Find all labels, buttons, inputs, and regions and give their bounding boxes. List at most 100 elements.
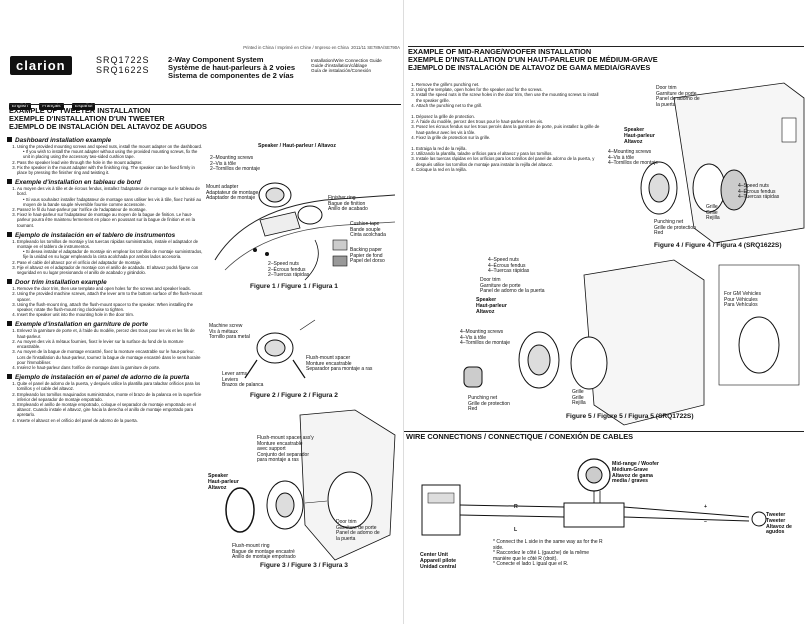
lang-english: English xyxy=(9,103,31,110)
tweeter-text-column: Dashboard installation example Using the… xyxy=(7,137,203,423)
page-fold xyxy=(403,0,404,624)
figure-1-caption: Figure 1 / Figure 1 / Figura 1 xyxy=(250,283,338,290)
model-1722: SRQ1722S xyxy=(96,55,150,65)
dash-en-heading: Dashboard installation example xyxy=(7,137,203,144)
speed-nut-2 xyxy=(265,252,269,256)
figure-5-caption: Figure 5 / Figure 5 / Figura 5 (SRQ1722S… xyxy=(566,413,694,420)
midrange-top-rule xyxy=(408,46,804,47)
wiring-rule xyxy=(404,431,804,432)
punching-net-fig5 xyxy=(463,366,483,388)
dash-es-heading: Ejemplo de instalación en el tablero de … xyxy=(7,231,203,239)
dashboard-edge xyxy=(224,221,396,271)
lang-spanish: Español xyxy=(72,103,96,110)
left-page: Printed in China / Imprimé en Chine / Im… xyxy=(0,0,404,624)
dash-es-steps: Empleando los tornillos de montaje y las… xyxy=(7,239,203,275)
figure-4-drawing xyxy=(640,82,805,244)
flush-mount-ring-shape xyxy=(225,487,255,533)
backing-paper-shape xyxy=(332,255,348,267)
tweeter-dome xyxy=(265,187,285,203)
right-page: EXAMPLE OF MID-RANGE/WOOFER INSTALLATION… xyxy=(404,0,808,624)
speaker-wires xyxy=(459,504,750,522)
cushion-tape-shape xyxy=(332,239,348,251)
date-code: 2011/11 SE789A/SE790A xyxy=(351,45,400,50)
wiring-diagram xyxy=(421,458,767,536)
figure-3-caption: Figure 3 / Figure 3 / Figura 3 xyxy=(260,562,348,569)
door-panel-shape-fig5 xyxy=(583,259,705,426)
dash-fr-heading: Exemple d'installation en tableau de bor… xyxy=(7,179,203,186)
tweeter-section-title: EXAMPLE OF TWEETER INSTALLATION EXEMPLE … xyxy=(9,106,207,132)
midrange-section-title: EXAMPLE OF MID-RANGE/WOOFER INSTALLATION… xyxy=(408,47,658,73)
midrange-es-steps: Extraiga la red de la rejilla.Utilizando… xyxy=(406,146,604,172)
flush-spacer-inner xyxy=(264,339,286,357)
midrange-fr-steps: Déposez la grille de protection.À l'aide… xyxy=(406,114,604,140)
speaker-cone-fig4 xyxy=(648,173,670,203)
model-1622: SRQ1622S xyxy=(96,65,150,75)
figure-3-drawing xyxy=(225,409,396,561)
crossover-network-box xyxy=(563,502,625,528)
door-handle-shape xyxy=(781,117,797,143)
guide-title: Installation/Wire Connection Guide Guide… xyxy=(311,58,382,74)
door-en-steps: Remove the door trim, then use template … xyxy=(7,286,203,317)
lever-arm-shapes xyxy=(244,359,306,379)
print-info: Printed in China / Imprimé en Chine / Im… xyxy=(200,45,400,50)
woofer-wires xyxy=(593,491,601,503)
figure-4-caption: Figure 4 / Figure 4 / Figura 4 (SRQ1622S… xyxy=(654,242,782,249)
door-mount-hole xyxy=(327,471,373,529)
clarion-logo: clarion xyxy=(10,56,72,75)
wiring-notes: * Connect the L side in the same way as … xyxy=(493,539,603,568)
wiring-mark-plus: + xyxy=(704,504,708,510)
door-fr-heading: Exemple d'installation en garniture de p… xyxy=(7,321,203,328)
grille-shape-fig5 xyxy=(570,336,608,390)
insert-arrow xyxy=(304,500,328,504)
finisher-ring-shape xyxy=(297,205,323,225)
speaker-cone xyxy=(275,492,295,518)
printed-in: Printed in China / Imprimé en Chine / Im… xyxy=(243,45,349,50)
wiring-mark-r: R xyxy=(514,504,518,510)
machine-screw-shape xyxy=(299,319,316,331)
center-unit-display xyxy=(427,492,455,504)
dash-fr-steps: Au moyen des vis à tôle et de écrous fen… xyxy=(7,186,203,228)
fig1-label-speaker: Speaker / Haut-parleur / Altavoz xyxy=(258,143,336,149)
woofer-cone xyxy=(585,466,603,484)
speaker-lead-wire xyxy=(304,239,319,281)
figure-2-caption: Figure 2 / Figure 2 / Figura 2 xyxy=(250,392,338,399)
door-es-heading: Ejemplo de instalación en el panel de ad… xyxy=(7,374,203,381)
wiring-mark-l: L xyxy=(514,527,518,533)
center-unit-shape xyxy=(421,484,461,536)
mount-adapter-shape xyxy=(259,211,301,237)
wiring-mark-minus: – xyxy=(704,519,707,525)
speaker-cone-fig5 xyxy=(527,344,551,376)
product-title: 2-Way Component System Système de haut-p… xyxy=(168,55,296,80)
figure-2-drawing xyxy=(244,319,316,379)
model-block: SRQ1722S SRQ1622S xyxy=(96,55,150,75)
dashboard-outline xyxy=(214,194,396,261)
gm-speaker-shape xyxy=(738,316,780,374)
midrange-en-steps: Remove the grille's punching net.Using t… xyxy=(406,82,604,108)
gm-inset-box xyxy=(718,264,800,386)
